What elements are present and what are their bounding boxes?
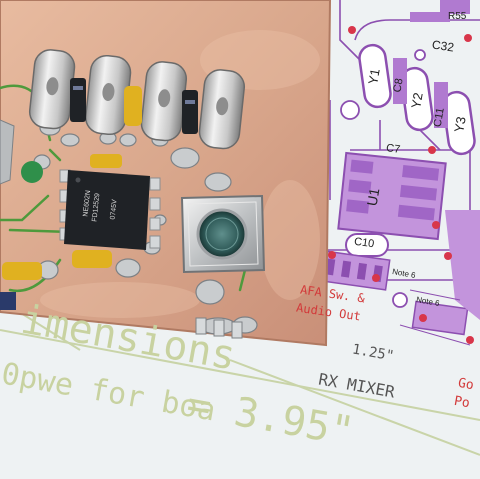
label-corner-go: Go xyxy=(456,375,475,394)
label-corner-po: Po xyxy=(452,393,471,412)
crystal-array xyxy=(28,49,246,150)
label-r55: R55 xyxy=(448,11,467,22)
shielded-coil xyxy=(180,194,266,274)
schematic-layout xyxy=(307,0,480,346)
left-edge-blob xyxy=(0,119,15,185)
label-y3: Y3 xyxy=(451,115,469,134)
ic-chip xyxy=(59,169,161,250)
label-y1: Y1 xyxy=(365,67,383,86)
label-c32: C32 xyxy=(431,37,455,55)
pin-header xyxy=(195,317,243,339)
label-c7: C7 xyxy=(385,142,401,156)
capacitors xyxy=(0,78,198,310)
label-u1: U1 xyxy=(363,186,383,208)
label-y2: Y2 xyxy=(408,91,426,110)
